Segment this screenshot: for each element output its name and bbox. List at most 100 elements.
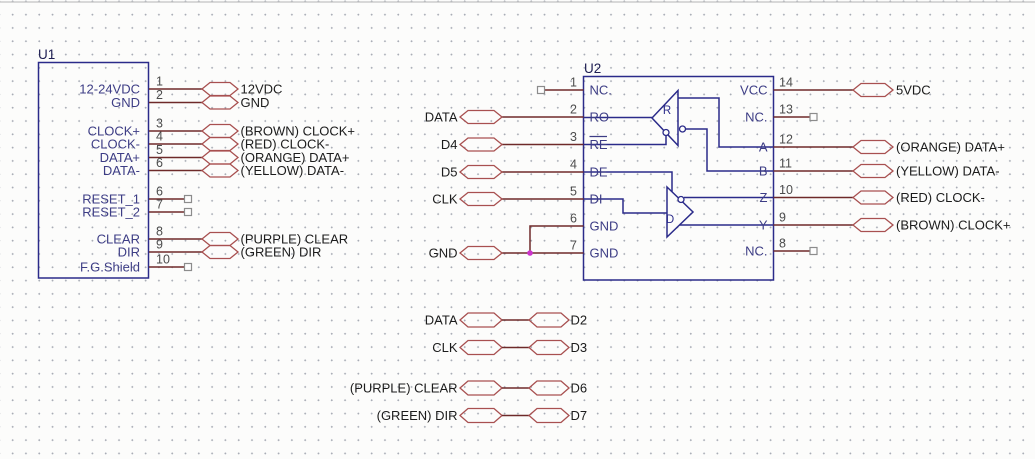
pin-number: 14 — [779, 76, 793, 90]
pin-name: RESET_2 — [82, 205, 140, 220]
pin-name: NC. — [745, 110, 767, 125]
net-label-shape — [851, 190, 895, 205]
wire — [529, 225, 584, 253]
pin-name: RESET_1 — [82, 192, 140, 207]
pin-number: 11 — [779, 157, 792, 171]
net-label-text: 5VDC — [896, 83, 931, 98]
pin-number: 6 — [156, 185, 163, 199]
net-label-shape — [458, 245, 504, 261]
pin-name: GND — [111, 95, 140, 110]
net-label-text: D6 — [571, 381, 588, 396]
net-label-text: D3 — [571, 340, 588, 355]
pin-number: 7 — [570, 239, 577, 253]
inversion-bubble — [662, 128, 670, 137]
net-label-shape — [200, 231, 240, 247]
pin-number: 8 — [779, 237, 786, 251]
net-label-shape — [851, 82, 895, 98]
receiver-label: R — [663, 105, 671, 117]
pin-name: CLEAR — [97, 232, 140, 247]
pin-name: DIR — [118, 245, 140, 260]
pin-number: 7 — [156, 198, 163, 212]
net-label-shape — [528, 339, 570, 356]
pin-name: CLOCK+ — [88, 124, 140, 139]
u2-component: U2 R D 1 NC. 2 RO DATA 3 RE D4 — [425, 61, 1010, 281]
net-label-shape — [458, 137, 504, 152]
pin-number: 3 — [570, 130, 577, 144]
net-label-text: D7 — [571, 408, 588, 423]
net-label-text: (GREEN) DIR — [377, 408, 458, 423]
pin-name: 12-24VDC — [79, 82, 140, 97]
pin-name: F.G.Shield — [80, 260, 140, 275]
net-label-text: D4 — [441, 137, 458, 152]
pin-name: CLOCK- — [91, 137, 140, 152]
internal-net — [583, 135, 667, 146]
pin-number: 5 — [156, 143, 163, 157]
net-label-shape — [200, 244, 240, 260]
net-label-shape — [200, 150, 240, 165]
no-connect-marker — [809, 112, 818, 122]
pin-number: 10 — [779, 183, 793, 197]
pin-name: RE — [590, 137, 608, 152]
net-label-text: (YELLOW) DATA- — [241, 163, 345, 178]
pin-number: 1 — [570, 76, 577, 90]
pin-number: 8 — [156, 225, 163, 239]
net-label-text: DATA — [425, 313, 458, 328]
net-label-text: CLK — [432, 192, 458, 207]
internal-net — [583, 171, 673, 192]
net-label-text: CLK — [432, 340, 458, 355]
net-label-shape — [200, 123, 240, 139]
net-label-shape — [459, 407, 503, 424]
pin-name: NC. — [745, 244, 767, 259]
pin-name: VCC — [740, 83, 767, 98]
internal-net — [678, 97, 774, 148]
net-label-text: GND — [429, 246, 458, 261]
inversion-bubble — [678, 125, 687, 133]
net-label-text: (BROWN) CLOCK+ — [241, 124, 355, 139]
pin-number: 6 — [570, 212, 577, 226]
pin-number: 10 — [156, 253, 170, 267]
no-connect-marker — [183, 262, 193, 272]
pin-number: 4 — [570, 158, 577, 172]
net-label-shape — [528, 312, 570, 328]
pin-name: NC. — [590, 83, 612, 98]
pin-name: A — [759, 140, 768, 155]
net-label-text: (ORANGE) DATA+ — [241, 150, 350, 165]
net-label-shape — [459, 339, 503, 356]
pin-number: 13 — [779, 103, 793, 117]
pin-number: 3 — [156, 117, 163, 131]
net-label-shape — [459, 312, 503, 328]
pin-number: 12 — [779, 133, 793, 147]
net-label-shape — [528, 380, 570, 396]
net-label-text: (BROWN) CLOCK+ — [896, 218, 1010, 233]
pin-name: Z — [760, 190, 768, 205]
net-label-text: (YELLOW) DATA- — [896, 164, 1000, 179]
internal-net — [685, 128, 774, 172]
net-label-shape — [528, 407, 570, 424]
driver-label: D — [666, 214, 674, 226]
net-label-text: (ORANGE) DATA+ — [896, 140, 1005, 155]
net-label-text: (PURPLE) CLEAR — [241, 232, 349, 247]
pin-name: DATA- — [103, 163, 140, 178]
pin-number: 9 — [156, 238, 163, 252]
net-label-text: (GREEN) DIR — [241, 245, 322, 260]
pin-number: 9 — [779, 211, 786, 225]
no-connect-marker — [809, 246, 818, 256]
pin-name: Y — [759, 218, 768, 233]
u2-body — [582, 75, 775, 281]
net-label-shape — [200, 136, 240, 152]
receiver-buffer-symbol — [650, 88, 679, 148]
pin-name: B — [759, 164, 768, 179]
net-label-text: 12VDC — [241, 82, 283, 97]
net-label-text: D5 — [441, 165, 458, 180]
no-connect-marker — [536, 85, 546, 95]
driver-buffer-symbol — [666, 185, 695, 239]
pin-name: DE — [590, 165, 608, 180]
pin-name: DATA+ — [100, 150, 140, 165]
u1-ref: U1 — [38, 47, 55, 62]
pin-name: GND — [590, 219, 619, 234]
u2-ref: U2 — [584, 61, 601, 76]
net-label-shape — [458, 164, 504, 180]
net-label-shape — [851, 217, 895, 233]
pin-name: DI — [590, 192, 603, 207]
net-label-shape — [200, 95, 240, 110]
